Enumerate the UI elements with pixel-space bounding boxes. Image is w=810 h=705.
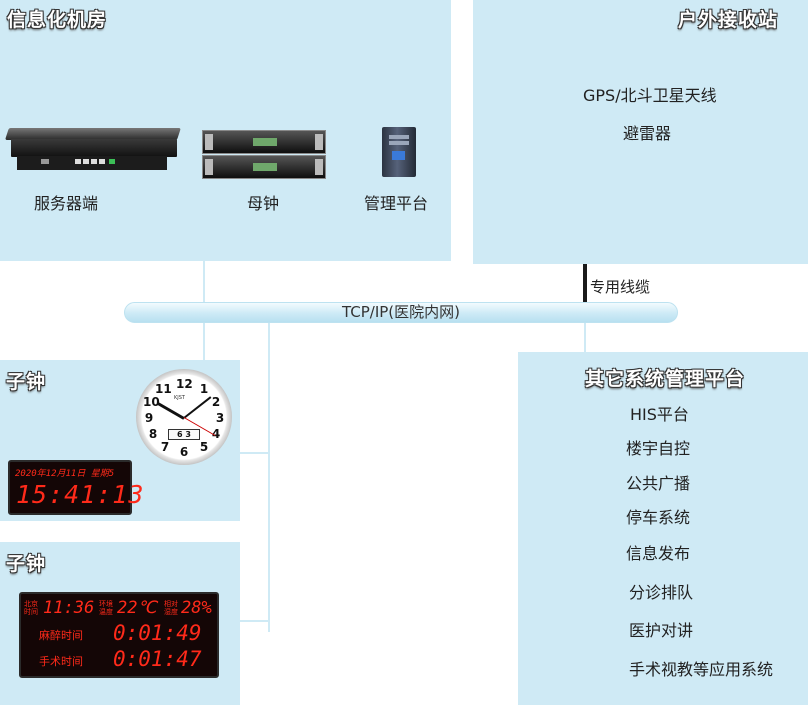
led-label-beijing-time: 北京时间 <box>24 600 38 616</box>
clock-numeral: 12 <box>176 377 193 391</box>
led-operating-room-board: 北京时间 11:36 环境温度 22℃ 相对湿度 28% 麻醉时间 0:01:4… <box>19 592 219 678</box>
led-clock-time: 11:36 <box>43 598 95 618</box>
lightning-arrester-label: 避雷器 <box>623 124 672 143</box>
clock-numeral: 8 <box>148 427 158 441</box>
server-label: 服务器端 <box>34 194 99 213</box>
outdoor-station-title: 户外接收站 <box>678 9 779 31</box>
gps-antenna-label: GPS/北斗卫星天线 <box>583 86 717 105</box>
rack-server-icon <box>5 128 181 172</box>
it-room-title: 信息化机房 <box>7 9 108 31</box>
wall-clock-icon: 12 1 2 3 4 5 6 7 8 9 10 11 KJST 6 3 <box>136 369 232 465</box>
led-date: 2020年12月11日 星期5 <box>15 469 115 479</box>
clock-numeral: 2 <box>211 395 221 409</box>
sub-clock-trunk <box>268 322 270 632</box>
platform-item-info-release: 信息发布 <box>626 544 691 563</box>
sub-clock-1-title: 子钟 <box>6 371 47 393</box>
clock-numeral: 7 <box>160 440 170 454</box>
other-platforms-title: 其它系统管理平台 <box>585 368 746 390</box>
other-platforms-panel <box>518 352 808 705</box>
dedicated-cable-line <box>583 264 587 304</box>
master-clock-icon <box>202 130 326 180</box>
platform-item-public-broadcast: 公共广播 <box>626 474 691 493</box>
clock-numeral: 5 <box>199 440 209 454</box>
led-time: 15:41:13 <box>16 480 145 509</box>
clock-brand: KJST <box>174 395 185 401</box>
clock-date-window: 6 3 <box>168 429 200 440</box>
network-bus <box>124 302 678 323</box>
clock-numeral: 3 <box>215 411 225 425</box>
it-room-connector <box>203 261 205 304</box>
pc-tower-icon <box>382 127 416 177</box>
platform-item-nurse-intercom: 医护对讲 <box>629 621 694 640</box>
led-humidity: 28% <box>181 598 212 618</box>
led-label-humidity: 相对湿度 <box>164 600 178 616</box>
platform-item-parking: 停车系统 <box>626 508 691 527</box>
led-label-anesthesia-time: 麻醉时间 <box>39 629 83 642</box>
platform-item-triage-queue: 分诊排队 <box>629 583 694 602</box>
platform-item-his: HIS平台 <box>630 405 689 424</box>
led-temperature: 22℃ <box>117 598 157 618</box>
led-label-surgery-time: 手术时间 <box>39 655 83 668</box>
led-anesthesia-time: 0:01:49 <box>113 621 202 645</box>
dedicated-cable-label: 专用线缆 <box>590 278 651 296</box>
led-surgery-time: 0:01:47 <box>113 647 202 671</box>
hour-hand <box>157 402 185 420</box>
sub-clock-1-branch <box>240 452 270 454</box>
master-clock-label: 母钟 <box>247 194 280 213</box>
sub-clock-connector <box>203 322 205 360</box>
clock-numeral: 11 <box>155 382 172 396</box>
platform-item-building-control: 楼宇自控 <box>626 439 691 458</box>
led-label-temperature: 环境温度 <box>99 600 113 616</box>
sub-clock-2-branch <box>240 620 270 622</box>
led-clock-1: 2020年12月11日 星期5 15:41:13 <box>8 460 143 515</box>
clock-numeral: 1 <box>199 382 209 396</box>
management-platform-label: 管理平台 <box>364 194 429 213</box>
clock-numeral: 9 <box>144 411 154 425</box>
outdoor-station-panel <box>473 0 808 264</box>
clock-numeral: 10 <box>143 395 160 409</box>
clock-numeral: 4 <box>211 427 221 441</box>
sub-clock-2-title: 子钟 <box>6 553 47 575</box>
clock-numeral: 6 <box>179 445 189 459</box>
platform-item-surgical-video: 手术视教等应用系统 <box>629 660 774 679</box>
other-platforms-connector <box>584 322 586 352</box>
network-bus-label: TCP/IP(医院内网) <box>341 303 461 321</box>
